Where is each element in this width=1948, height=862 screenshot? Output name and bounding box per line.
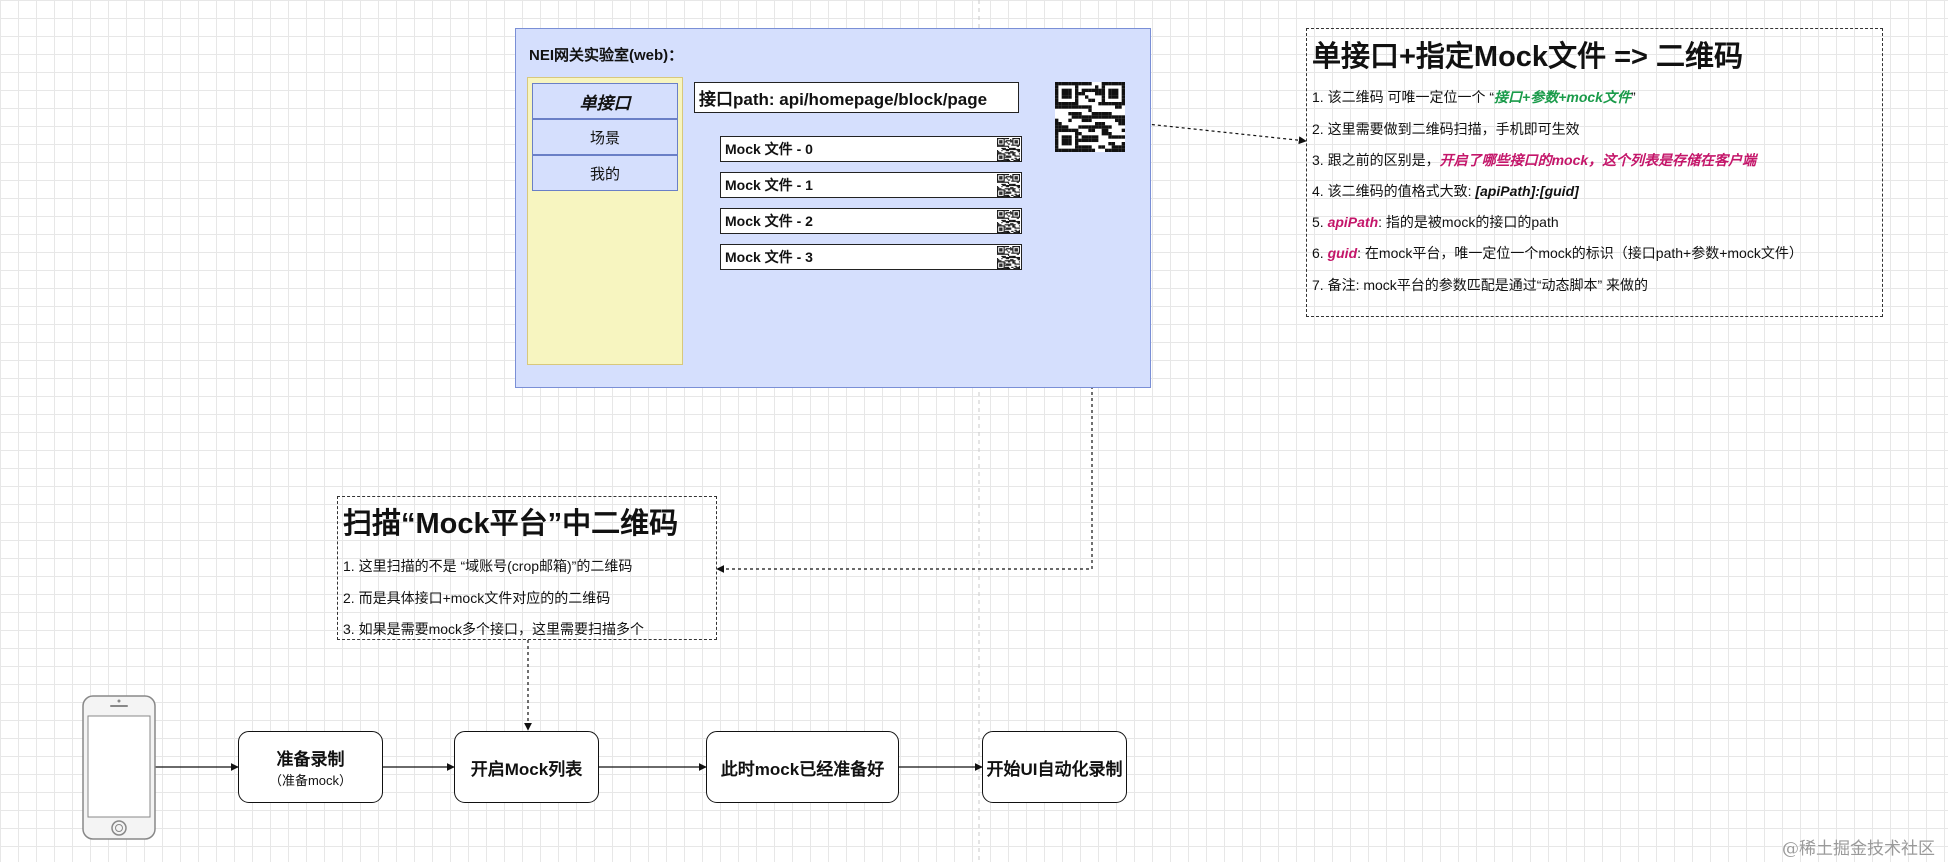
mock-file-label: Mock 文件 - 0 [725, 141, 813, 157]
spec-line-3: 3. 跟之前的区别是，开启了哪些接口的mock，这个列表是存储在客户端 [1312, 152, 1757, 168]
qr-code-icon [997, 138, 1020, 161]
scan-note-line-2: 2. 而是具体接口+mock文件对应的的二维码 [343, 590, 611, 606]
nei-panel-title: NEI网关实验室(web)： [529, 47, 684, 64]
scan-qr-title: 扫描“Mock平台”中二维码 [343, 508, 679, 540]
qr-code-spec-title: 单接口+指定Mock文件 => 二维码 [1312, 41, 1744, 73]
flow-step-title: 此时mock已经准备好 [720, 759, 885, 779]
qr-code-icon[interactable] [1055, 82, 1125, 152]
spec-line-2: 2. 这里需要做到二维码扫描，手机即可生效 [1312, 121, 1580, 137]
iphone-icon [82, 695, 156, 840]
sidebar-item-scene[interactable]: 场景 [532, 119, 678, 155]
flow-step-open-mock-list: 开启Mock列表 [454, 731, 599, 803]
flow-step-mock-ready: 此时mock已经准备好 [706, 731, 899, 803]
mock-file-label: Mock 文件 - 1 [725, 177, 813, 193]
spec-line-5: 5. apiPath: 指的是被mock的接口的path [1312, 214, 1559, 230]
spec-line-1: 1. 该二维码 可唯一定位一个 “接口+参数+mock文件” [1312, 89, 1636, 105]
mock-file-row[interactable]: Mock 文件 - 2 [720, 208, 1022, 234]
qr-code-icon [997, 246, 1020, 269]
flow-step-title: 开启Mock列表 [470, 759, 583, 779]
flow-step-start-ui-recording: 开始UI自动化录制 [982, 731, 1127, 803]
watermark: @稀土掘金技术社区 [1782, 839, 1935, 859]
mock-file-row[interactable]: Mock 文件 - 1 [720, 172, 1022, 198]
mock-file-row[interactable]: Mock 文件 - 0 [720, 136, 1022, 162]
flow-step-title: 开始UI自动化录制 [986, 759, 1123, 779]
mock-file-label: Mock 文件 - 3 [725, 249, 813, 265]
qr-code-icon [997, 210, 1020, 233]
sidebar-item-single-api[interactable]: 单接口 [532, 83, 678, 119]
mock-file-label: Mock 文件 - 2 [725, 213, 813, 229]
sidebar-item-mine[interactable]: 我的 [532, 155, 678, 191]
mock-file-row[interactable]: Mock 文件 - 3 [720, 244, 1022, 270]
qr-code-icon [997, 174, 1020, 197]
spec-line-6: 6. guid: 在mock平台，唯一定位一个mock的标识（接口path+参数… [1312, 245, 1803, 261]
api-path-field: 接口path: api/homepage/block/page [694, 82, 1019, 113]
flow-step-prepare-recording: 准备录制 （准备mock） [238, 731, 383, 803]
scan-note-line-3: 3. 如果是需要mock多个接口，这里需要扫描多个 [343, 621, 645, 637]
spec-line-4: 4. 该二维码的值格式大致: [apiPath]:[guid] [1312, 183, 1579, 199]
flow-step-title: 准备录制 [276, 750, 345, 769]
spec-line-7: 7. 备注: mock平台的参数匹配是通过“动态脚本” 来做的 [1312, 277, 1649, 293]
qr-code-spec-note [1306, 28, 1883, 317]
scan-note-line-1: 1. 这里扫描的不是 “域账号(crop邮箱)”的二维码 [343, 558, 633, 574]
scan-qr-note [337, 496, 717, 640]
qr-to-note-arrow [1127, 121, 1307, 145]
flow-step-subtitle: （准备mock） [268, 773, 353, 788]
